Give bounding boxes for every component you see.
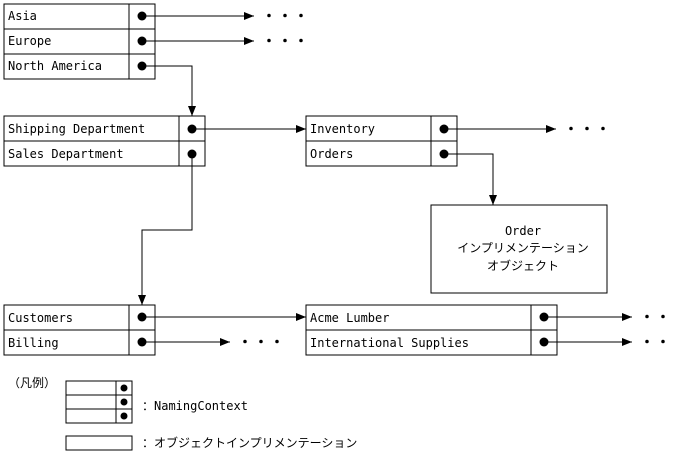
shipping-orders-label: Orders	[310, 147, 353, 161]
customers-context: Acme Lumber International Supplies	[305, 304, 558, 356]
acme-lumber-ellipsis: ・・・	[640, 310, 677, 326]
binding-arrows	[138, 12, 632, 346]
legend-naming-context-label: ：NamingContext	[142, 399, 248, 413]
international-supplies-ellipsis: ・・・	[640, 335, 677, 351]
europe-ellipsis: ・・・	[262, 34, 310, 50]
sales-arrow	[138, 154, 193, 305]
order-object-box	[430, 204, 608, 294]
region-europe-label: Europe	[8, 34, 51, 48]
regions-context-box	[3, 3, 156, 80]
customer-international-supplies-label: International Supplies	[310, 336, 469, 350]
order-object-title: Order	[505, 224, 541, 238]
legend-dot	[120, 384, 128, 392]
department-sales-label: Sales Department	[8, 147, 124, 161]
customer-acme-lumber-label: Acme Lumber	[310, 311, 389, 325]
legend-object-impl-box	[65, 435, 133, 451]
shipping-inventory-label: Inventory	[310, 122, 375, 136]
order-object-line3: オブジェクト	[487, 258, 559, 273]
orders-arrow	[444, 153, 497, 205]
legend-title: （凡例）	[8, 376, 56, 390]
legend-object-impl-label: ：オブジェクトインプリメンテーション	[142, 435, 357, 450]
billing-ellipsis: ・・・	[238, 335, 286, 351]
inventory-ellipsis: ・・・	[564, 122, 612, 138]
asia-ellipsis: ・・・	[262, 9, 310, 25]
legend-dot	[120, 412, 128, 420]
sales-customers-label: Customers	[8, 311, 73, 325]
region-asia-label: Asia	[8, 9, 37, 23]
order-object-line2: インプリメンテーション	[457, 241, 588, 255]
legend-dot	[120, 398, 128, 406]
region-north-america-label: North America	[8, 59, 102, 73]
sales-context: Customers Billing	[3, 304, 156, 356]
north-america-arrow	[142, 65, 196, 116]
department-shipping-label: Shipping Department	[8, 122, 145, 136]
legend: （凡例） ：NamingContext ：オブジェクトインプリメンテーション	[8, 376, 357, 451]
regions-context: Asia Europe North America	[3, 3, 156, 80]
order-implementation-object: Order インプリメンテーション オブジェクト	[430, 204, 608, 294]
continuation-marks: ・・・ ・・・ ・・・ ・・・ ・・・ ・・・	[238, 9, 677, 351]
departments-context: Shipping Department Sales Department	[3, 115, 206, 167]
shipping-context: Inventory Orders	[305, 115, 458, 167]
sales-billing-label: Billing	[8, 336, 59, 350]
